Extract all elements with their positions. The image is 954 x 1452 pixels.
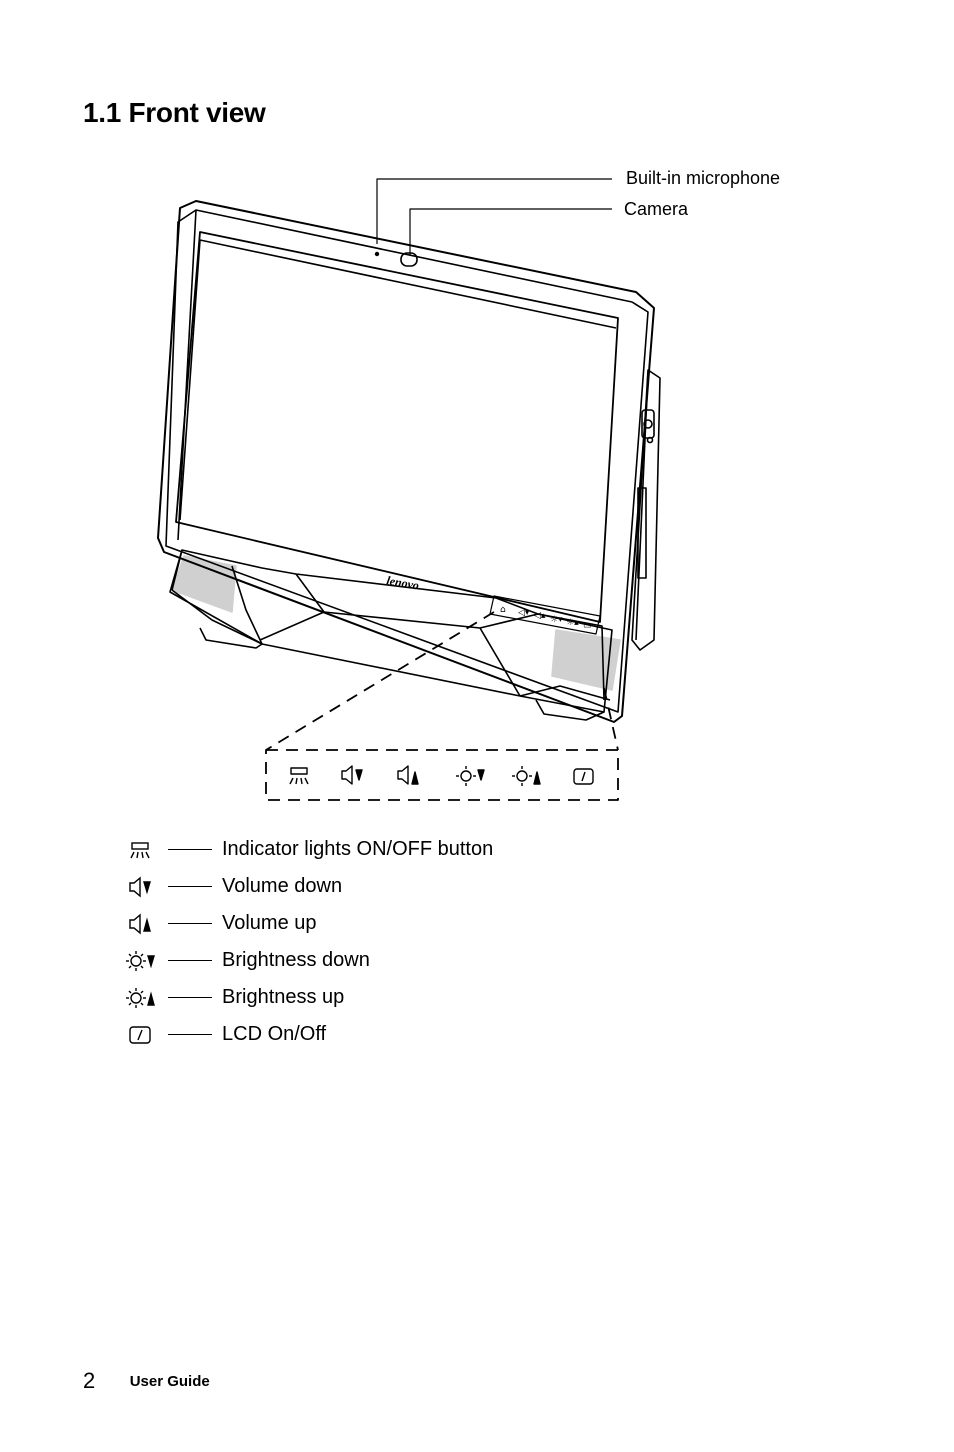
svg-text:▭: ▭: [583, 621, 592, 631]
base-section: [169, 549, 621, 721]
legend-label: LCD On/Off: [222, 1023, 327, 1045]
camera-leader-line: [409, 208, 612, 256]
legend-leader: [168, 1034, 212, 1035]
svg-text:☼▾: ☼▾: [550, 615, 563, 625]
legend-item: Brightness up: [120, 979, 493, 1016]
svg-text:☼▴: ☼▴: [566, 618, 579, 628]
camera-lens: [400, 252, 418, 267]
document-title: User Guide: [129, 1373, 210, 1390]
legend-label: Brightness down: [222, 949, 370, 971]
legend-leader: [168, 997, 212, 998]
zoomed-button-icons: [289, 765, 594, 786]
legend-label: Indicator lights ON/OFF button: [222, 838, 494, 860]
volume-up-icon: [129, 913, 151, 934]
microphone-hole: [374, 251, 380, 257]
legend-item: Volume up: [120, 905, 493, 942]
legend-label: Volume up: [222, 912, 317, 934]
legend-leader: [168, 960, 212, 961]
lcd-onoff-icon: [129, 1025, 151, 1044]
page-title: 1.1 Front view: [83, 97, 266, 128]
legend-label: Volume down: [222, 875, 343, 897]
zoom-callout-lines: [265, 611, 619, 801]
brightness-down-icon: [126, 950, 155, 971]
legend-label: Brightness up: [222, 986, 345, 1008]
brightness-up-icon: [126, 987, 155, 1008]
microphone-callout-label: Built-in microphone: [626, 168, 781, 188]
page-footer: 2 User Guide: [83, 1368, 210, 1394]
volume-up-icon: [397, 765, 419, 785]
legend-item: Indicator lights ON/OFF button: [120, 831, 493, 868]
svg-text:◁▾: ◁▾: [518, 608, 530, 618]
microphone-leader-line: [376, 178, 612, 244]
volume-down-icon: [129, 876, 151, 897]
page-number: 2: [83, 1368, 96, 1393]
indicator-lights-icon: [289, 767, 309, 785]
bezel-control-strip: ⌂ ◁▾ ◁▴ ☼▾☼▴ ▭: [489, 595, 601, 635]
display-frame: [157, 200, 655, 723]
indicator-lights-icon: [130, 841, 150, 858]
lenovo-logo: lenovo: [385, 573, 420, 592]
button-legend: Indicator lights ON/OFF button Volume do…: [120, 831, 493, 1053]
legend-leader: [168, 849, 212, 850]
legend-item: Brightness down: [120, 942, 493, 979]
lcd-onoff-icon: [573, 768, 594, 785]
svg-text:⌂: ⌂: [500, 605, 506, 615]
legend-item: LCD On/Off: [120, 1016, 493, 1053]
legend-leader: [168, 923, 212, 924]
svg-text:◁▴: ◁▴: [534, 611, 546, 621]
brightness-down-icon: [456, 766, 485, 786]
legend-item: Volume down: [120, 868, 493, 905]
camera-callout-label: Camera: [624, 199, 689, 219]
all-in-one-front-view-illustration: lenovo ⌂ ◁▾ ◁▴ ☼▾☼▴ ▭: [157, 178, 661, 801]
brightness-up-icon: [512, 766, 541, 786]
volume-down-icon: [341, 765, 363, 785]
legend-leader: [168, 886, 212, 887]
